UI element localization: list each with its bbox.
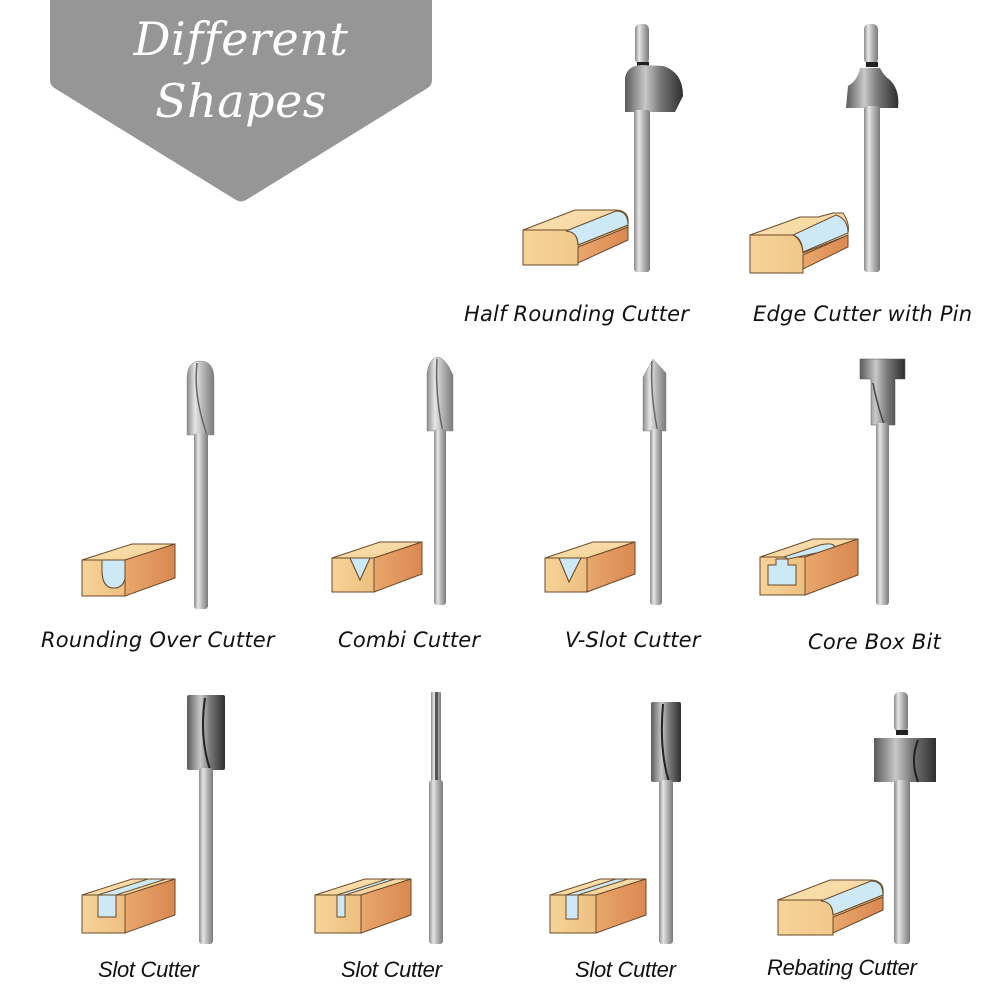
product-label: Slot Cutter	[98, 957, 199, 982]
product-label: Core Box Bit	[808, 630, 941, 654]
different-shapes-banner: Different Shapes	[50, 0, 432, 202]
product-slot-cutter-3	[545, 690, 695, 950]
product-core-box-bit	[755, 355, 925, 615]
core-box-bit-icon	[759, 358, 906, 605]
product-half-rounding-cutter	[515, 20, 715, 280]
product-slot-cutter-2	[310, 690, 460, 950]
wood-profile-icon	[331, 541, 423, 593]
product-label: Rebating Cutter	[767, 955, 917, 980]
combi-cutter-bit-icon	[331, 356, 454, 605]
wood-profile-icon	[81, 543, 176, 597]
product-label: V-Slot Cutter	[565, 628, 701, 652]
wood-profile-icon	[314, 878, 412, 934]
banner-title-line2: Shapes	[155, 74, 327, 128]
product-rounding-over-cutter	[75, 355, 245, 615]
product-label: Slot Cutter	[575, 957, 676, 982]
wood-profile-icon	[81, 878, 176, 934]
product-label: Edge Cutter with Pin	[753, 302, 973, 326]
product-rebating-cutter	[770, 690, 950, 950]
product-edge-cutter-with-pin	[740, 20, 920, 280]
product-label: Slot Cutter	[341, 957, 442, 982]
product-v-slot-cutter	[538, 355, 688, 615]
chevron-banner-shape	[50, 0, 432, 202]
wood-profile-icon	[544, 541, 636, 593]
wood-profile-icon	[749, 212, 849, 274]
wood-profile-icon	[759, 538, 859, 596]
wood-profile-icon	[777, 879, 884, 936]
product-slot-cutter-1	[75, 690, 235, 950]
wood-profile-icon	[549, 878, 647, 934]
product-label: Combi Cutter	[338, 628, 481, 652]
banner-title-line1: Different	[133, 12, 349, 66]
wood-profile-icon	[522, 209, 629, 266]
half-rounding-cutter-bit-icon	[522, 24, 683, 272]
slot-cutter-bit-medium-icon	[549, 702, 681, 944]
product-label: Rounding Over Cutter	[41, 628, 275, 652]
slot-cutter-bit-wide-icon	[81, 695, 225, 944]
edge-cutter-with-pin-bit-icon	[749, 24, 899, 274]
slot-cutter-bit-thin-icon	[314, 692, 443, 944]
v-slot-cutter-bit-icon	[544, 358, 667, 605]
product-combi-cutter	[325, 355, 475, 615]
product-label: Half Rounding Cutter	[464, 302, 690, 326]
rounding-over-cutter-bit-icon	[81, 360, 215, 609]
rebating-cutter-bit-icon	[777, 692, 936, 944]
